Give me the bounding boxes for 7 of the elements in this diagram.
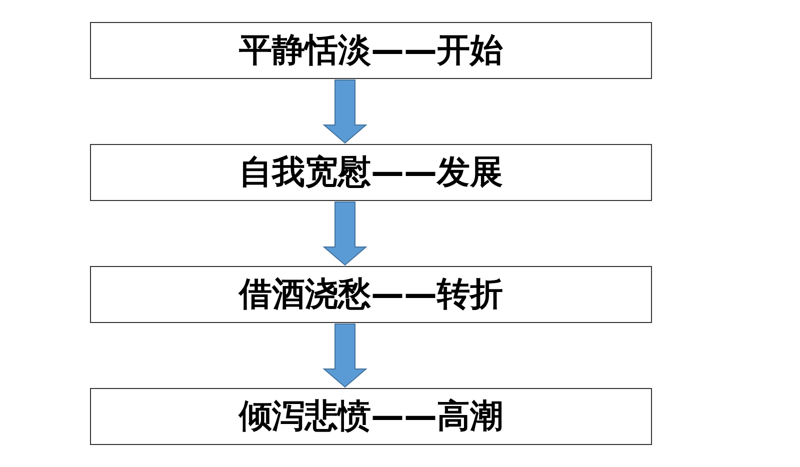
stage-box: 自我宽慰——发展 <box>90 144 652 201</box>
block-arrow <box>322 324 368 388</box>
stage-box: 借酒浇愁——转折 <box>90 266 652 323</box>
block-arrow <box>322 80 368 144</box>
block-arrow <box>322 202 368 266</box>
stage-box: 倾泻悲愤——高潮 <box>90 388 652 445</box>
stage-box: 平静恬淡——开始 <box>90 22 652 79</box>
